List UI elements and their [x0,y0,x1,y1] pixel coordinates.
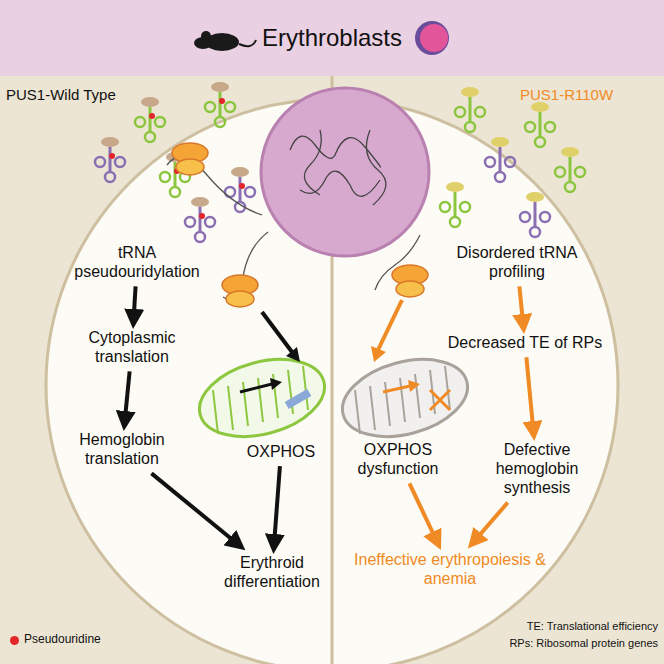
flow-arrow [151,473,237,544]
trna-group [95,82,585,242]
node-text: Erythroid differentiation [221,553,323,591]
title: Erythroblasts [0,24,664,52]
flow-arrow [409,483,436,541]
note-label: PUS1-Wild Type [6,86,116,103]
note-label: TE: Translational efficiency [527,620,658,632]
translation-arrows [240,300,420,392]
process-text: OXPHOS dysfunction [355,440,442,478]
legend-text: Pseudouridine [24,632,101,646]
erythroblast-icon [415,21,449,55]
node-text: Disordered tRNA profiling [454,243,581,281]
node-text: Defective hemoglobin synthesis [493,440,582,498]
note-label: RPs: Ribosomal protein genes [509,637,658,649]
node-text: OXPHOS [244,442,318,461]
mitochondrion-wt [191,347,333,450]
process-text: Erythroid differentiation [221,553,323,591]
node-text: Decreased TE of RPs [445,333,605,352]
process-text: OXPHOS [244,442,318,461]
mouse-icon [194,31,256,51]
process-text: tRNA pseudouridylation [71,243,202,281]
ribosomes [172,143,428,307]
mrna-strands [167,157,420,300]
process-text: Hemoglobin translation [76,430,167,468]
node-text: tRNA pseudouridylation [71,243,202,281]
flow-arrow [474,503,507,541]
nucleus [261,88,429,256]
node-text: Ineffective erythropoiesis & anemia [351,550,549,588]
node-text: Cytoplasmic translation [85,328,178,366]
node-text: Hemoglobin translation [76,430,167,468]
legend-swatch [10,636,19,645]
node-text: OXPHOS dysfunction [355,440,442,478]
flow-arrow [526,357,533,431]
process-text: Ineffective erythropoiesis & anemia [351,550,549,588]
flow-arrow [125,371,130,421]
note-label: PUS1-R110W [520,86,613,103]
process-text: Decreased TE of RPs [445,333,605,352]
process-text: Disordered tRNA profiling [454,243,581,281]
mitochondrion-mut [334,347,476,450]
flow-arrow [134,286,136,319]
flow-arrow [274,466,280,544]
process-text: Defective hemoglobin synthesis [493,440,582,498]
process-text: Cytoplasmic translation [85,328,178,366]
header-band [0,0,664,76]
flow-arrow [519,286,523,324]
